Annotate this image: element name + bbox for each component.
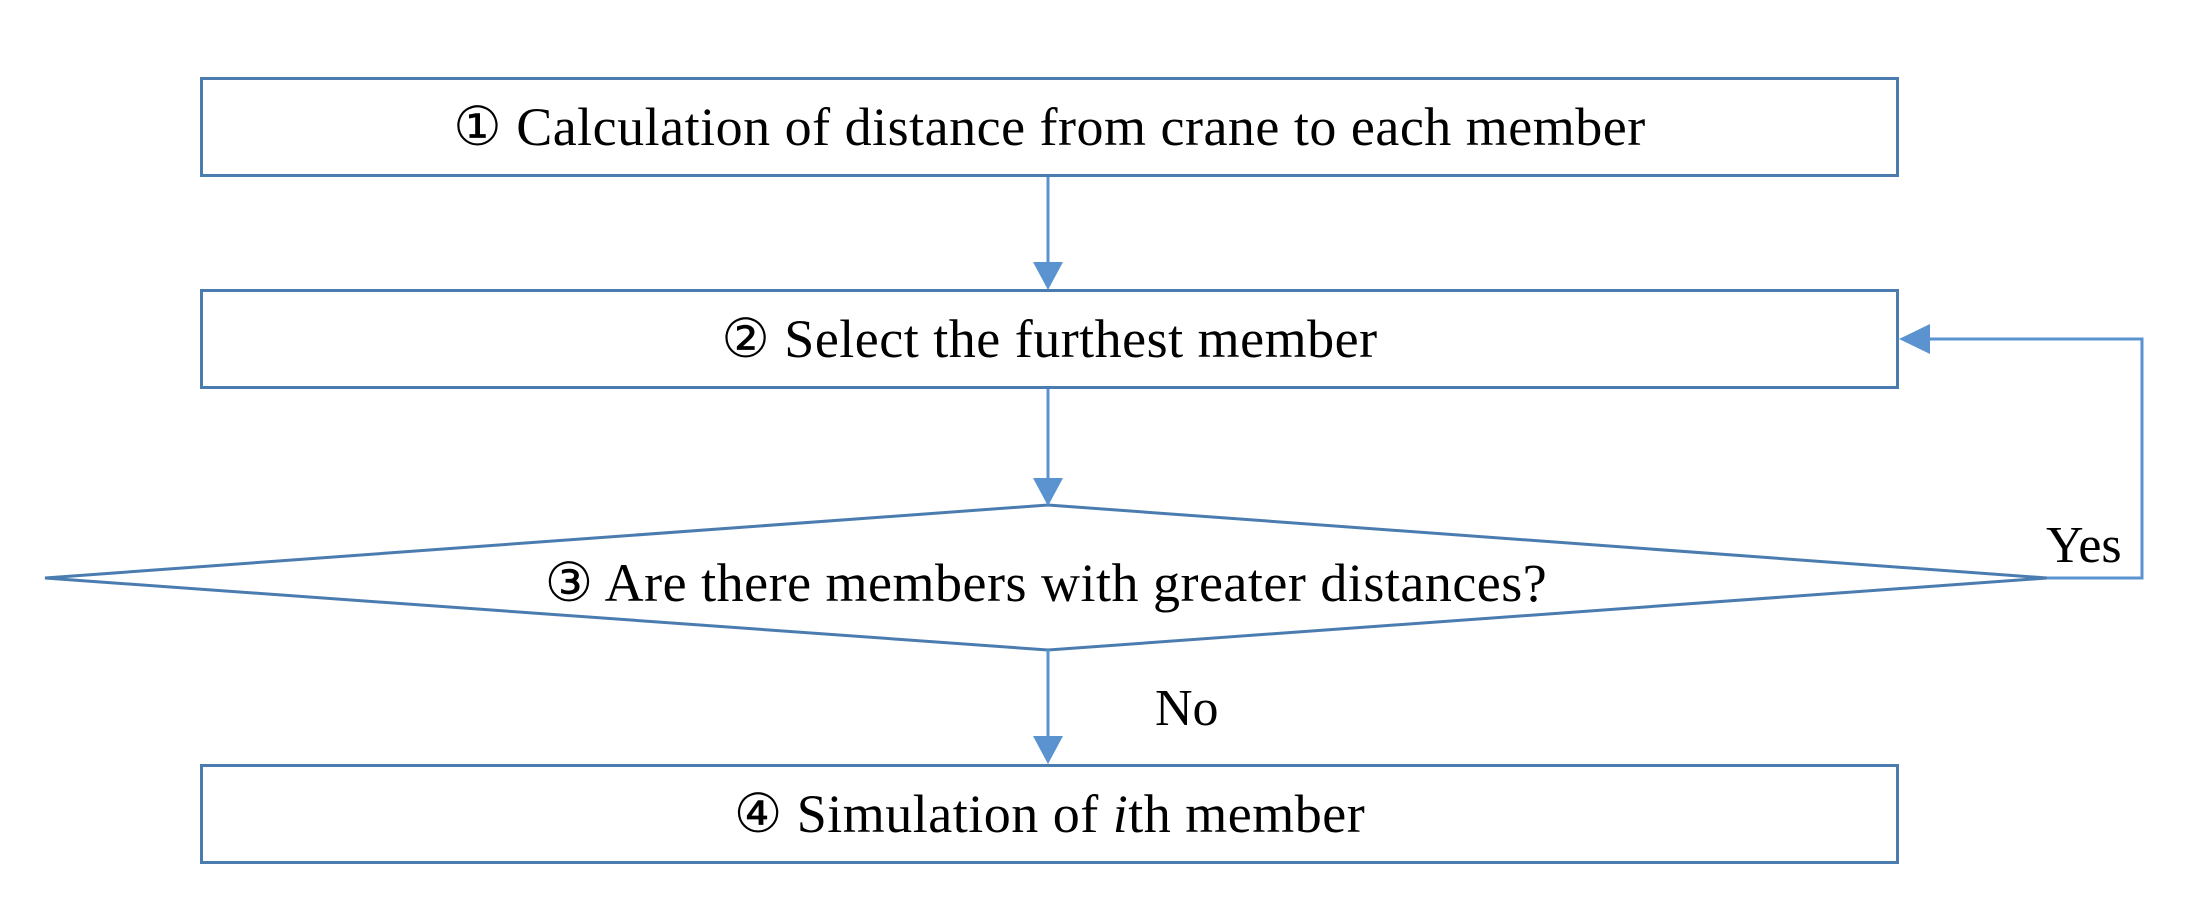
edge-step1-to-step2	[1033, 177, 1063, 290]
process-node-step4-label: ④ Simulation of ith member	[734, 787, 1365, 841]
edge-step2-to-step3	[1033, 389, 1063, 506]
process-node-step4-marker: ④	[733, 784, 797, 844]
process-node-step4-text-before: Simulation of	[796, 784, 1113, 844]
process-node-step2-label: ② Select the furthest member	[721, 309, 1378, 369]
process-node-step4[interactable]: ④ Simulation of ith member	[200, 764, 1899, 864]
process-node-step4-text-after: th member	[1128, 784, 1366, 844]
decision-node-step3[interactable]: ③ Are there members with greater distanc…	[45, 505, 2047, 650]
process-node-step2[interactable]: ② Select the furthest member	[200, 289, 1899, 389]
edge-label-no: No	[1155, 680, 1219, 737]
process-node-step4-italic-i: i	[1112, 784, 1129, 844]
process-node-step1-label: ① Calculation of distance from crane to …	[453, 97, 1646, 157]
process-node-step1[interactable]: ① Calculation of distance from crane to …	[200, 77, 1899, 177]
decision-node-step3-label: ③ Are there members with greater distanc…	[544, 552, 1548, 613]
edge-step3-to-step4	[1033, 650, 1063, 764]
edge-label-yes: Yes	[2046, 517, 2122, 574]
